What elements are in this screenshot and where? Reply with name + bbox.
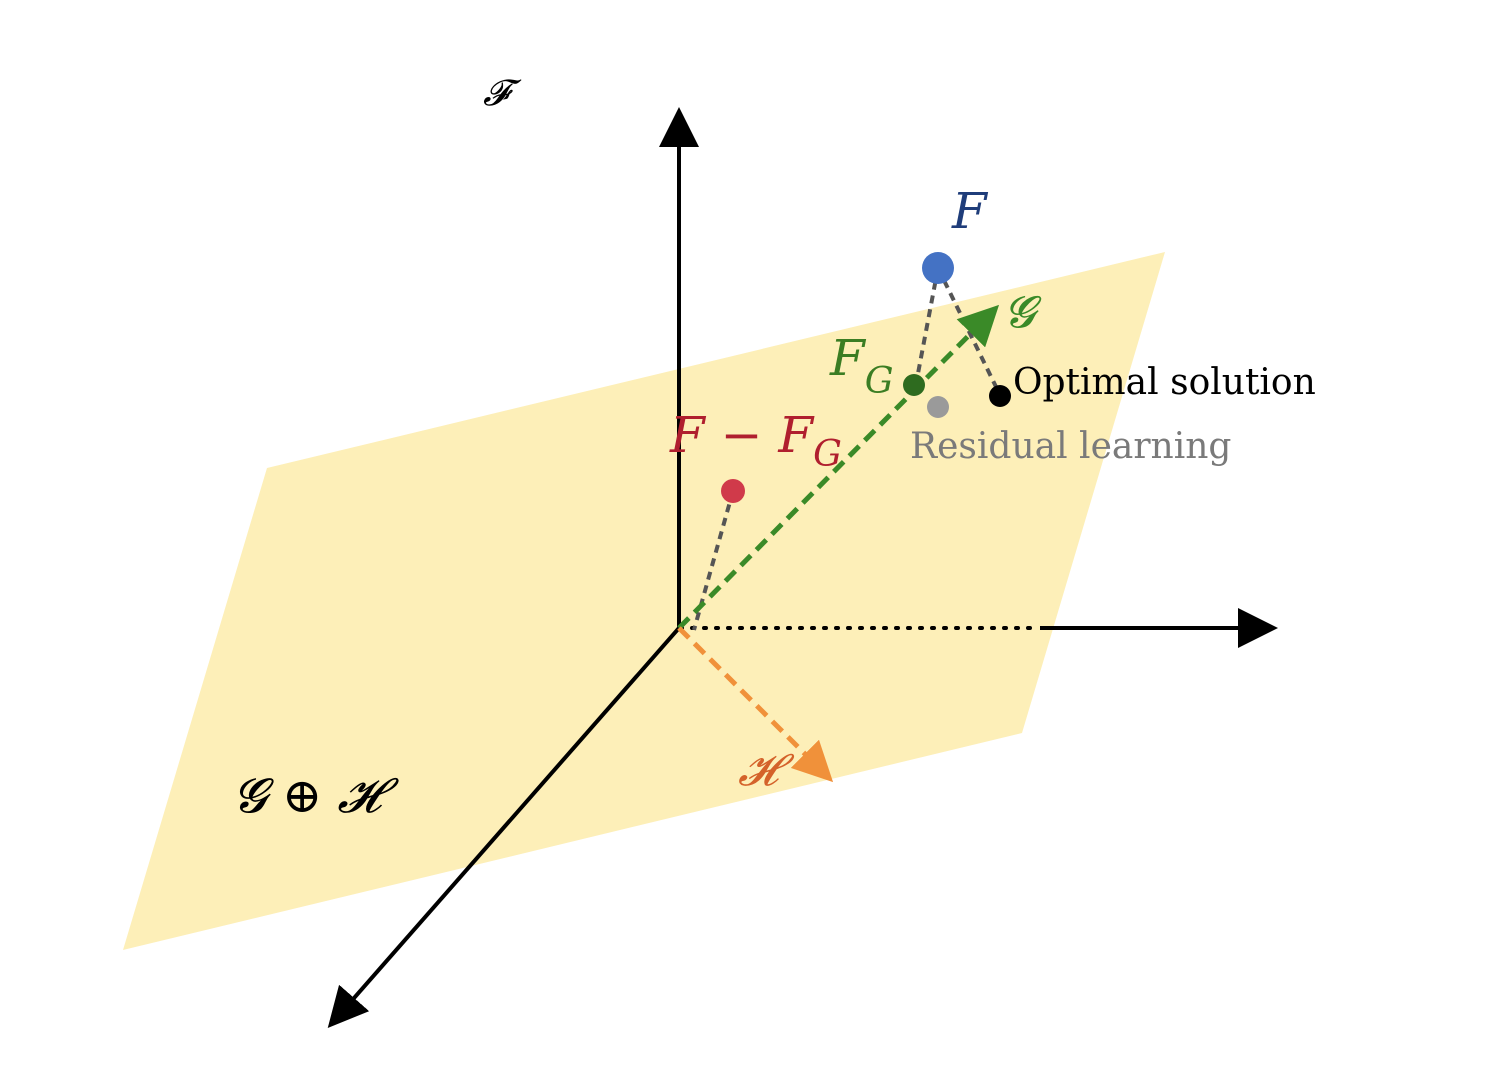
point-residual-learning xyxy=(927,396,949,418)
label-residual-learning: Residual learning xyxy=(910,426,1231,467)
point-fg xyxy=(903,374,925,396)
point-f-minus-fg xyxy=(721,479,745,503)
label-plane: 𝓖 ⊕ 𝓗 xyxy=(233,768,399,824)
g-subspace-arrow xyxy=(677,304,1000,630)
plane-g-plus-h xyxy=(123,252,1165,950)
label-f-minus-fg-main: F − F xyxy=(669,406,815,464)
label-f-minus-fg: F − FG xyxy=(669,406,842,475)
label-point-f: F xyxy=(951,182,989,240)
label-fg-sub: G xyxy=(865,361,894,402)
point-f xyxy=(922,252,954,284)
projection-line-f-to-fg xyxy=(914,267,940,385)
label-fg-main: F xyxy=(829,329,867,387)
h-subspace-arrow xyxy=(677,626,834,783)
projection-line-residual xyxy=(692,490,735,631)
point-optimal-solution xyxy=(989,385,1011,407)
depth-axis xyxy=(327,626,681,1029)
label-space-f: 𝓕 xyxy=(483,73,522,114)
label-fg: FG xyxy=(829,329,893,402)
label-f-minus-fg-sub: G xyxy=(813,434,842,475)
label-optimal-solution: Optimal solution xyxy=(1013,362,1316,403)
